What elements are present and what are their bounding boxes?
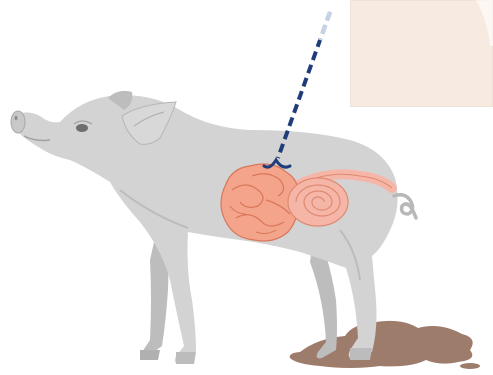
pig-body: [14, 95, 398, 363]
manure-puddle: [290, 321, 473, 368]
dashed-callout-fade: [320, 12, 330, 40]
manure-drop: [460, 363, 480, 369]
pig-far-front-hoof: [140, 350, 160, 360]
small-intestine: [221, 164, 298, 241]
pig-nostril: [15, 116, 18, 120]
pig-snout: [11, 111, 25, 133]
spiral-colon: [288, 178, 348, 226]
pig-hind-hoof: [350, 348, 372, 360]
pig-eye: [76, 124, 88, 132]
inset-circle-edge: [476, 0, 493, 46]
pig-front-hoof: [176, 352, 196, 364]
